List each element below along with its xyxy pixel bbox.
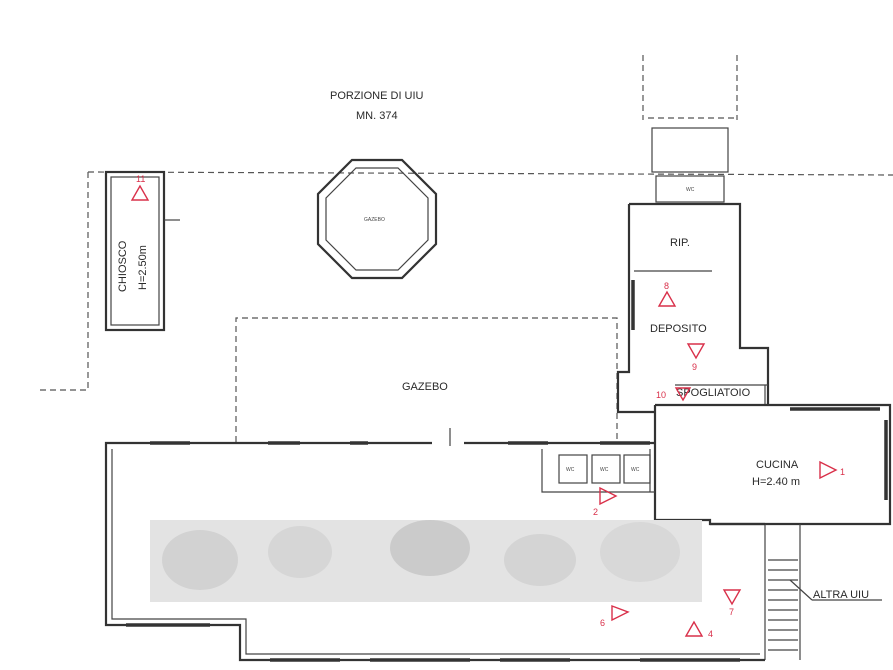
chiosco-height: H=2.50m (137, 245, 149, 290)
wc-cluster: WC WC WC (541, 449, 655, 493)
service-block: RIP. DEPOSITO SPOGLIATOIO (616, 202, 770, 414)
header-line2: MN. 374 (356, 110, 398, 122)
chiosco-name: CHIOSCO (117, 240, 129, 292)
spogliatoio-label: SPOGLIATOIO (676, 387, 751, 399)
viewpoint-6: 6 (600, 604, 630, 628)
cucina-block: CUCINA H=2.40 m (653, 403, 892, 526)
svg-text:2: 2 (593, 507, 598, 517)
viewpoint-8: 8 (657, 281, 677, 307)
svg-text:6: 6 (600, 618, 605, 628)
altra-uiu-label: ALTRA UIU (813, 589, 869, 601)
svg-text:7: 7 (729, 607, 734, 617)
svg-text:11: 11 (136, 174, 145, 184)
header: PORZIONE DI UIU MN. 374 (330, 90, 424, 122)
wc-1: WC (566, 467, 575, 473)
upper-structure: WC (648, 117, 735, 203)
gazebo-area: GAZEBO (235, 317, 618, 442)
stairs: ALTRA UIU (764, 524, 882, 660)
chiosco: CHIOSCO H=2.50m (104, 170, 180, 332)
cucina-height: H=2.40 m (752, 476, 800, 488)
svg-text:1: 1 (840, 467, 845, 477)
svg-text:10: 10 (656, 390, 666, 400)
viewpoint-9: 9 (686, 343, 706, 372)
svg-text:4: 4 (708, 629, 713, 639)
cucina-label: CUCINA (756, 459, 799, 471)
upper-small-label: WC (686, 187, 695, 193)
viewpoint-11: 11 (130, 174, 150, 201)
property-boundary (40, 55, 893, 391)
wc-3: WC (631, 467, 640, 473)
viewpoint-10: 10 (656, 387, 692, 402)
wc-2: WC (600, 467, 609, 473)
viewpoint-markers: 1 2 4 6 7 8 9 10 (130, 174, 845, 639)
rip-label: RIP. (670, 237, 690, 249)
viewpoint-7: 7 (722, 589, 742, 617)
main-hall (104, 428, 765, 662)
viewpoint-2: 2 (593, 486, 618, 517)
svg-text:9: 9 (692, 362, 697, 372)
svg-text:8: 8 (664, 281, 669, 291)
gazebo-label: GAZEBO (402, 381, 448, 393)
deposito-label: DEPOSITO (650, 323, 707, 335)
viewpoint-4: 4 (684, 620, 713, 639)
blur-redaction (150, 520, 702, 602)
header-line1: PORZIONE DI UIU (330, 90, 424, 102)
viewpoint-1: 1 (819, 460, 845, 480)
octagon-gazebo: GAZEBO (316, 158, 438, 280)
octagon-label: GAZEBO (364, 217, 385, 223)
